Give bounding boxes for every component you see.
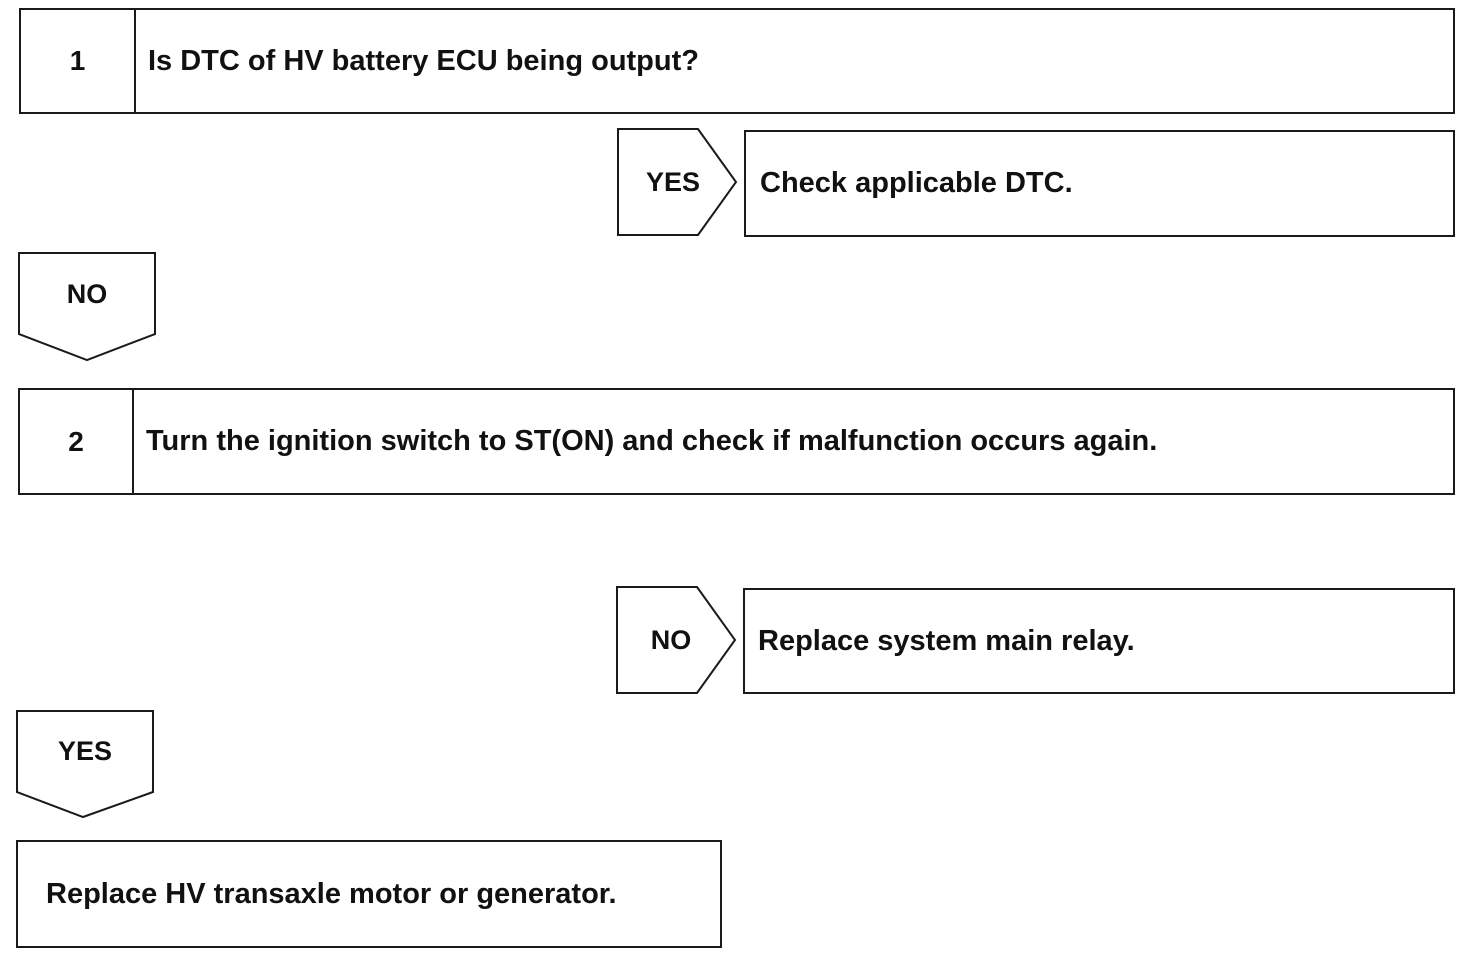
- right-arrow-tag-shape: [617, 128, 738, 236]
- step-1-no-tag: NO: [18, 252, 158, 364]
- step-1-no-label: NO: [66, 278, 108, 309]
- step-2-no-label: NO: [650, 624, 692, 655]
- step-2-number: 2: [20, 390, 134, 493]
- step-1-question: Is DTC of HV battery ECU being output?: [148, 44, 699, 77]
- step-1-number: 1: [21, 10, 136, 112]
- step-1-yes-label: YES: [645, 166, 701, 197]
- step-2-yes-result-box: Replace HV transaxle motor or generator.: [16, 840, 722, 948]
- right-arrow-tag-shape: [616, 586, 737, 694]
- step-2-box: 2 Turn the ignition switch to ST(ON) and…: [18, 388, 1455, 495]
- step-2-no-tag: NO: [616, 586, 740, 696]
- step-2-yes-result-text: Replace HV transaxle motor or generator.: [46, 877, 617, 910]
- step-2-no-result-text: Replace system main relay.: [758, 624, 1135, 657]
- step-1-yes-result-box: Check applicable DTC.: [744, 130, 1455, 237]
- step-2-yes-label: YES: [57, 735, 113, 766]
- step-1-box: 1 Is DTC of HV battery ECU being output?: [19, 8, 1455, 114]
- step-2-instruction: Turn the ignition switch to ST(ON) and c…: [146, 425, 1158, 457]
- step-1-yes-tag: YES: [617, 128, 741, 238]
- step-2-no-result-box: Replace system main relay.: [743, 588, 1455, 694]
- down-arrow-tag-shape: [18, 252, 156, 362]
- step-1-yes-result-text: Check applicable DTC.: [760, 167, 1073, 199]
- down-arrow-tag-shape: [16, 710, 154, 819]
- step-2-yes-tag: YES: [16, 710, 156, 822]
